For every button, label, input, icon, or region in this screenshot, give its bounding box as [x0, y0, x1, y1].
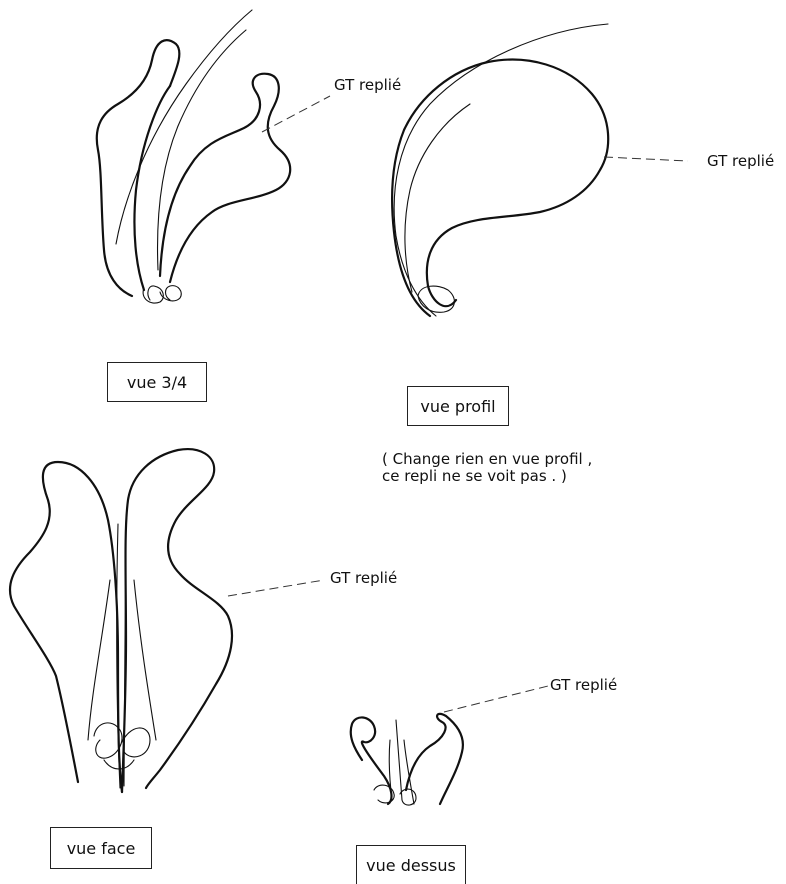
top-left-lobe — [351, 717, 392, 804]
three-quarter-caption-box: vue 3/4 — [107, 362, 207, 402]
three-quarter-callout-line — [262, 96, 330, 132]
top-caption-box: vue dessus — [356, 845, 466, 884]
three-quarter-folded-lobe — [160, 74, 290, 282]
three-quarter-outer-contour — [97, 40, 180, 296]
profile-callout-label: GT replié — [707, 152, 774, 170]
profile-callout-line — [604, 157, 688, 161]
three-quarter-sketch — [97, 10, 330, 303]
top-sketch — [351, 686, 548, 805]
front-sketch — [10, 449, 324, 792]
profile-note: ( Change rien en vue profil , ce repli n… — [382, 451, 592, 485]
profile-sketch — [392, 24, 688, 316]
front-caption-box: vue face — [50, 827, 152, 869]
front-callout-label: GT replié — [330, 569, 397, 587]
three-quarter-caption: vue 3/4 — [127, 373, 187, 392]
front-caption: vue face — [67, 839, 136, 858]
profile-note-line-1: ( Change rien en vue profil , — [382, 451, 592, 468]
top-callout-line — [444, 686, 548, 712]
front-left-wing — [10, 462, 122, 792]
front-bottom-loops — [94, 723, 150, 769]
three-quarter-tall-stroke-a — [116, 10, 252, 244]
front-inner-left — [88, 580, 110, 740]
profile-caption-box: vue profil — [407, 386, 509, 426]
front-inner-right — [134, 580, 156, 740]
top-bottom-loops — [374, 785, 416, 805]
profile-note-line-2: ce repli ne se voit pas . ) — [382, 468, 592, 485]
profile-outer-contour — [392, 60, 608, 316]
profile-bottom-loop — [418, 286, 454, 312]
profile-caption: vue profil — [420, 397, 495, 416]
three-quarter-callout-label: GT replié — [334, 76, 401, 94]
top-right-lobe — [406, 714, 463, 804]
front-callout-line — [228, 580, 324, 596]
top-callout-label: GT replié — [550, 676, 617, 694]
top-caption: vue dessus — [366, 856, 456, 875]
profile-inner-contour — [405, 104, 470, 292]
